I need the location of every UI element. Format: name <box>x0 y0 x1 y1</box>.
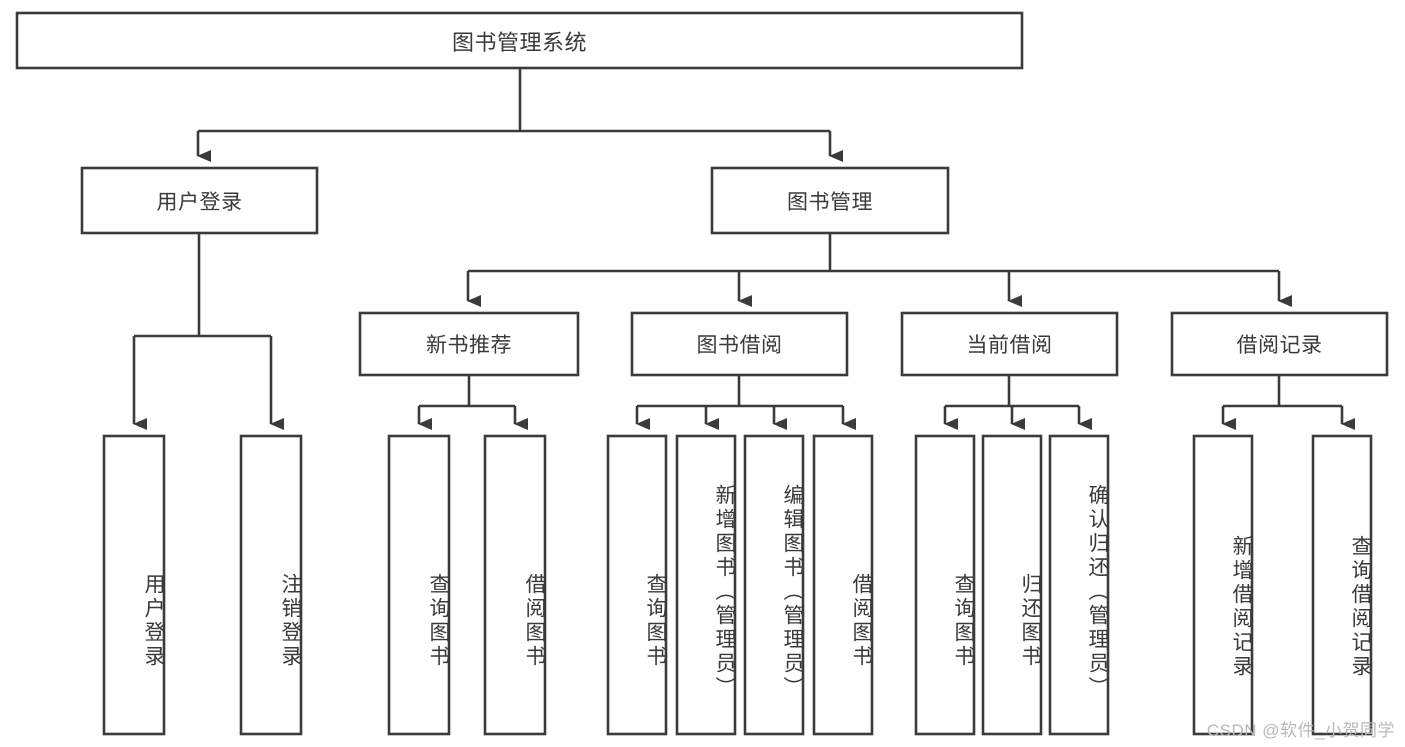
connectors-new-book-recommend-to-leaves <box>417 375 528 430</box>
box-leaf-borrow-book-new <box>483 434 547 736</box>
box-leaf-query-borrow-record <box>1311 434 1373 736</box>
box-leaf-query-book-borrow <box>606 434 668 736</box>
node-boxes <box>15 11 1389 736</box>
box-root <box>15 11 1024 70</box>
box-user-login <box>80 166 319 235</box>
box-book-manage <box>710 166 950 235</box>
box-leaf-query-book-new <box>387 434 451 736</box>
box-leaf-query-book-current <box>914 434 976 736</box>
box-leaf-user-logout <box>239 434 303 736</box>
connectors-book-manage-to-level3 <box>466 233 1292 307</box>
box-leaf-add-book-admin <box>675 434 737 736</box>
box-leaf-return-book <box>981 434 1043 736</box>
box-book-borrow <box>630 311 849 377</box>
box-leaf-borrow-book <box>812 434 874 736</box>
connectors-user-login-to-leaves <box>132 233 284 430</box>
box-leaf-confirm-return-admin <box>1048 434 1110 736</box>
connectors-root-to-level2 <box>196 68 843 162</box>
connectors-current-borrow-to-leaves <box>943 375 1092 430</box>
connectors-book-borrow-to-leaves <box>635 375 856 430</box>
connectors-borrow-record-to-leaves <box>1221 375 1355 430</box>
box-current-borrow <box>900 311 1119 377</box>
box-leaf-add-borrow-record <box>1192 434 1254 736</box>
csdn-watermark: CSDN @软件_小贺同学 <box>1206 721 1395 740</box>
box-borrow-record <box>1170 311 1389 377</box>
box-new-book-recommend <box>358 311 580 377</box>
box-leaf-edit-book-admin <box>743 434 805 736</box>
box-leaf-user-login <box>102 434 166 736</box>
